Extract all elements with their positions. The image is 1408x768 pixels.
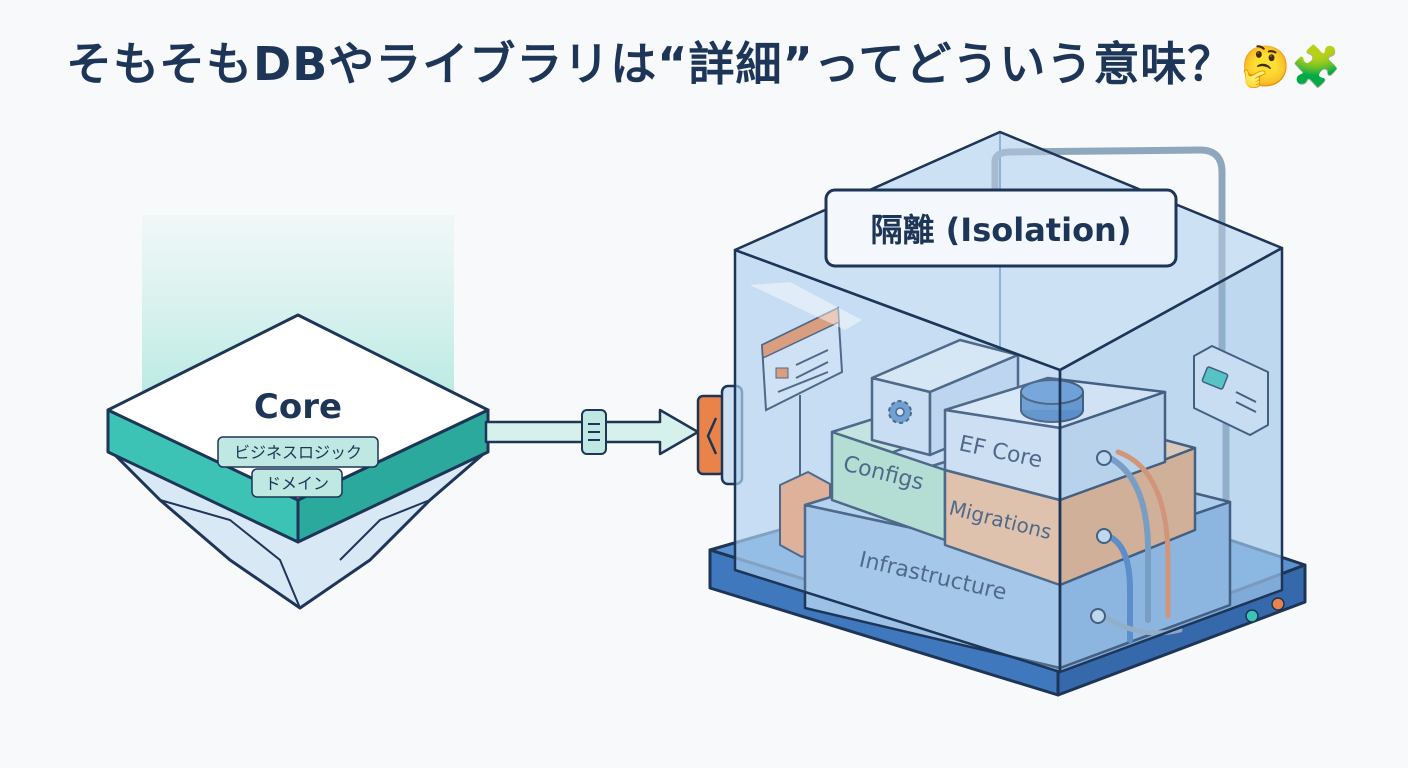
core-tag-2-box bbox=[251, 468, 343, 498]
page-title-text: そもそもDBやライブラリは“詳細”ってどういう意味？ bbox=[65, 37, 1235, 91]
status-led-green bbox=[1245, 609, 1259, 623]
monitor-panel bbox=[760, 306, 844, 480]
cables-front bbox=[1090, 449, 1183, 643]
page-title: そもそもDBやライブラリは“詳細”ってどういう意味？🤔🧩 bbox=[0, 28, 1408, 94]
orange-plug-icon bbox=[696, 394, 726, 476]
isolation-label-box bbox=[824, 188, 1178, 268]
glass-highlight bbox=[750, 282, 862, 330]
connector-arrow bbox=[484, 384, 744, 486]
core-platform: Core ビジネスロジック ドメイン bbox=[106, 215, 490, 610]
core-tag-1-box bbox=[217, 436, 379, 468]
cable-top bbox=[991, 146, 1226, 356]
core-top bbox=[106, 313, 490, 502]
core-tag-2: ドメイン bbox=[265, 474, 329, 493]
core-tag-1: ビジネスロジック bbox=[234, 443, 362, 462]
core-label: Core bbox=[254, 387, 342, 427]
status-led-red bbox=[1271, 597, 1285, 611]
ef-core-block: EF Core bbox=[943, 376, 1167, 502]
database-icon bbox=[1020, 379, 1084, 405]
isolation-container: Infrastructure Configs Migrations bbox=[708, 130, 1307, 697]
isolation-label: 隔離 (Isolation) bbox=[871, 211, 1132, 249]
terminal-device bbox=[1193, 345, 1269, 436]
thinking-puzzle-icon: 🤔🧩 bbox=[1240, 44, 1343, 90]
